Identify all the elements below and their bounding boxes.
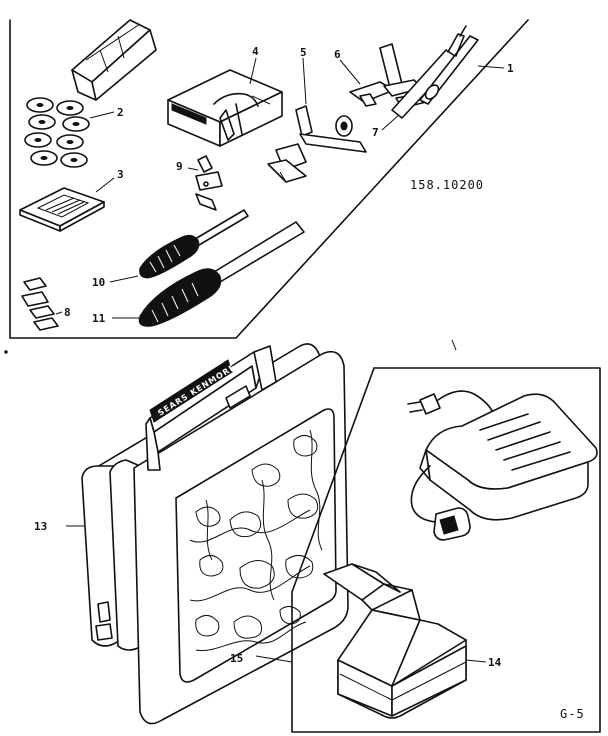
label-14: 14 (488, 656, 502, 669)
needle-pack (19, 177, 115, 232)
foot-control-panel-border (291, 367, 601, 733)
label-2: 2 (117, 106, 124, 119)
presser-foot-guide (267, 57, 367, 183)
seam-ripper (391, 25, 505, 119)
large-screwdriver (112, 221, 305, 327)
carrying-case: SEARS KENMORE (66, 343, 349, 725)
accessory-box (167, 57, 283, 147)
accessories-panel-border (9, 19, 529, 339)
label-6: 6 (334, 48, 341, 61)
label-5: 5 (300, 46, 307, 59)
label-7: 7 (372, 126, 379, 139)
stray-mark (451, 339, 457, 351)
label-3: 3 (117, 168, 124, 181)
hemmer-foot (187, 155, 223, 211)
label-4: 4 (252, 45, 259, 58)
model-number: 158.10200 (410, 178, 484, 192)
label-15-leader (255, 655, 293, 663)
label-8: 8 (64, 306, 71, 319)
stray-dot (4, 350, 8, 354)
spool-pins (21, 277, 63, 331)
label-11: 11 (92, 312, 106, 325)
presser-foot (381, 113, 401, 131)
attachment-box (71, 19, 157, 101)
label-10: 10 (92, 276, 105, 289)
bobbins (24, 97, 115, 168)
label-1: 1 (507, 62, 514, 75)
label-9: 9 (176, 160, 183, 173)
carton (323, 563, 487, 719)
small-screwdriver (109, 209, 249, 283)
foot-control-pedal (407, 390, 598, 541)
label-13: 13 (34, 520, 47, 533)
label-15: 15 (230, 652, 243, 665)
page-code: G-5 (560, 707, 585, 721)
foot-control-panel-diagonal (291, 367, 375, 593)
